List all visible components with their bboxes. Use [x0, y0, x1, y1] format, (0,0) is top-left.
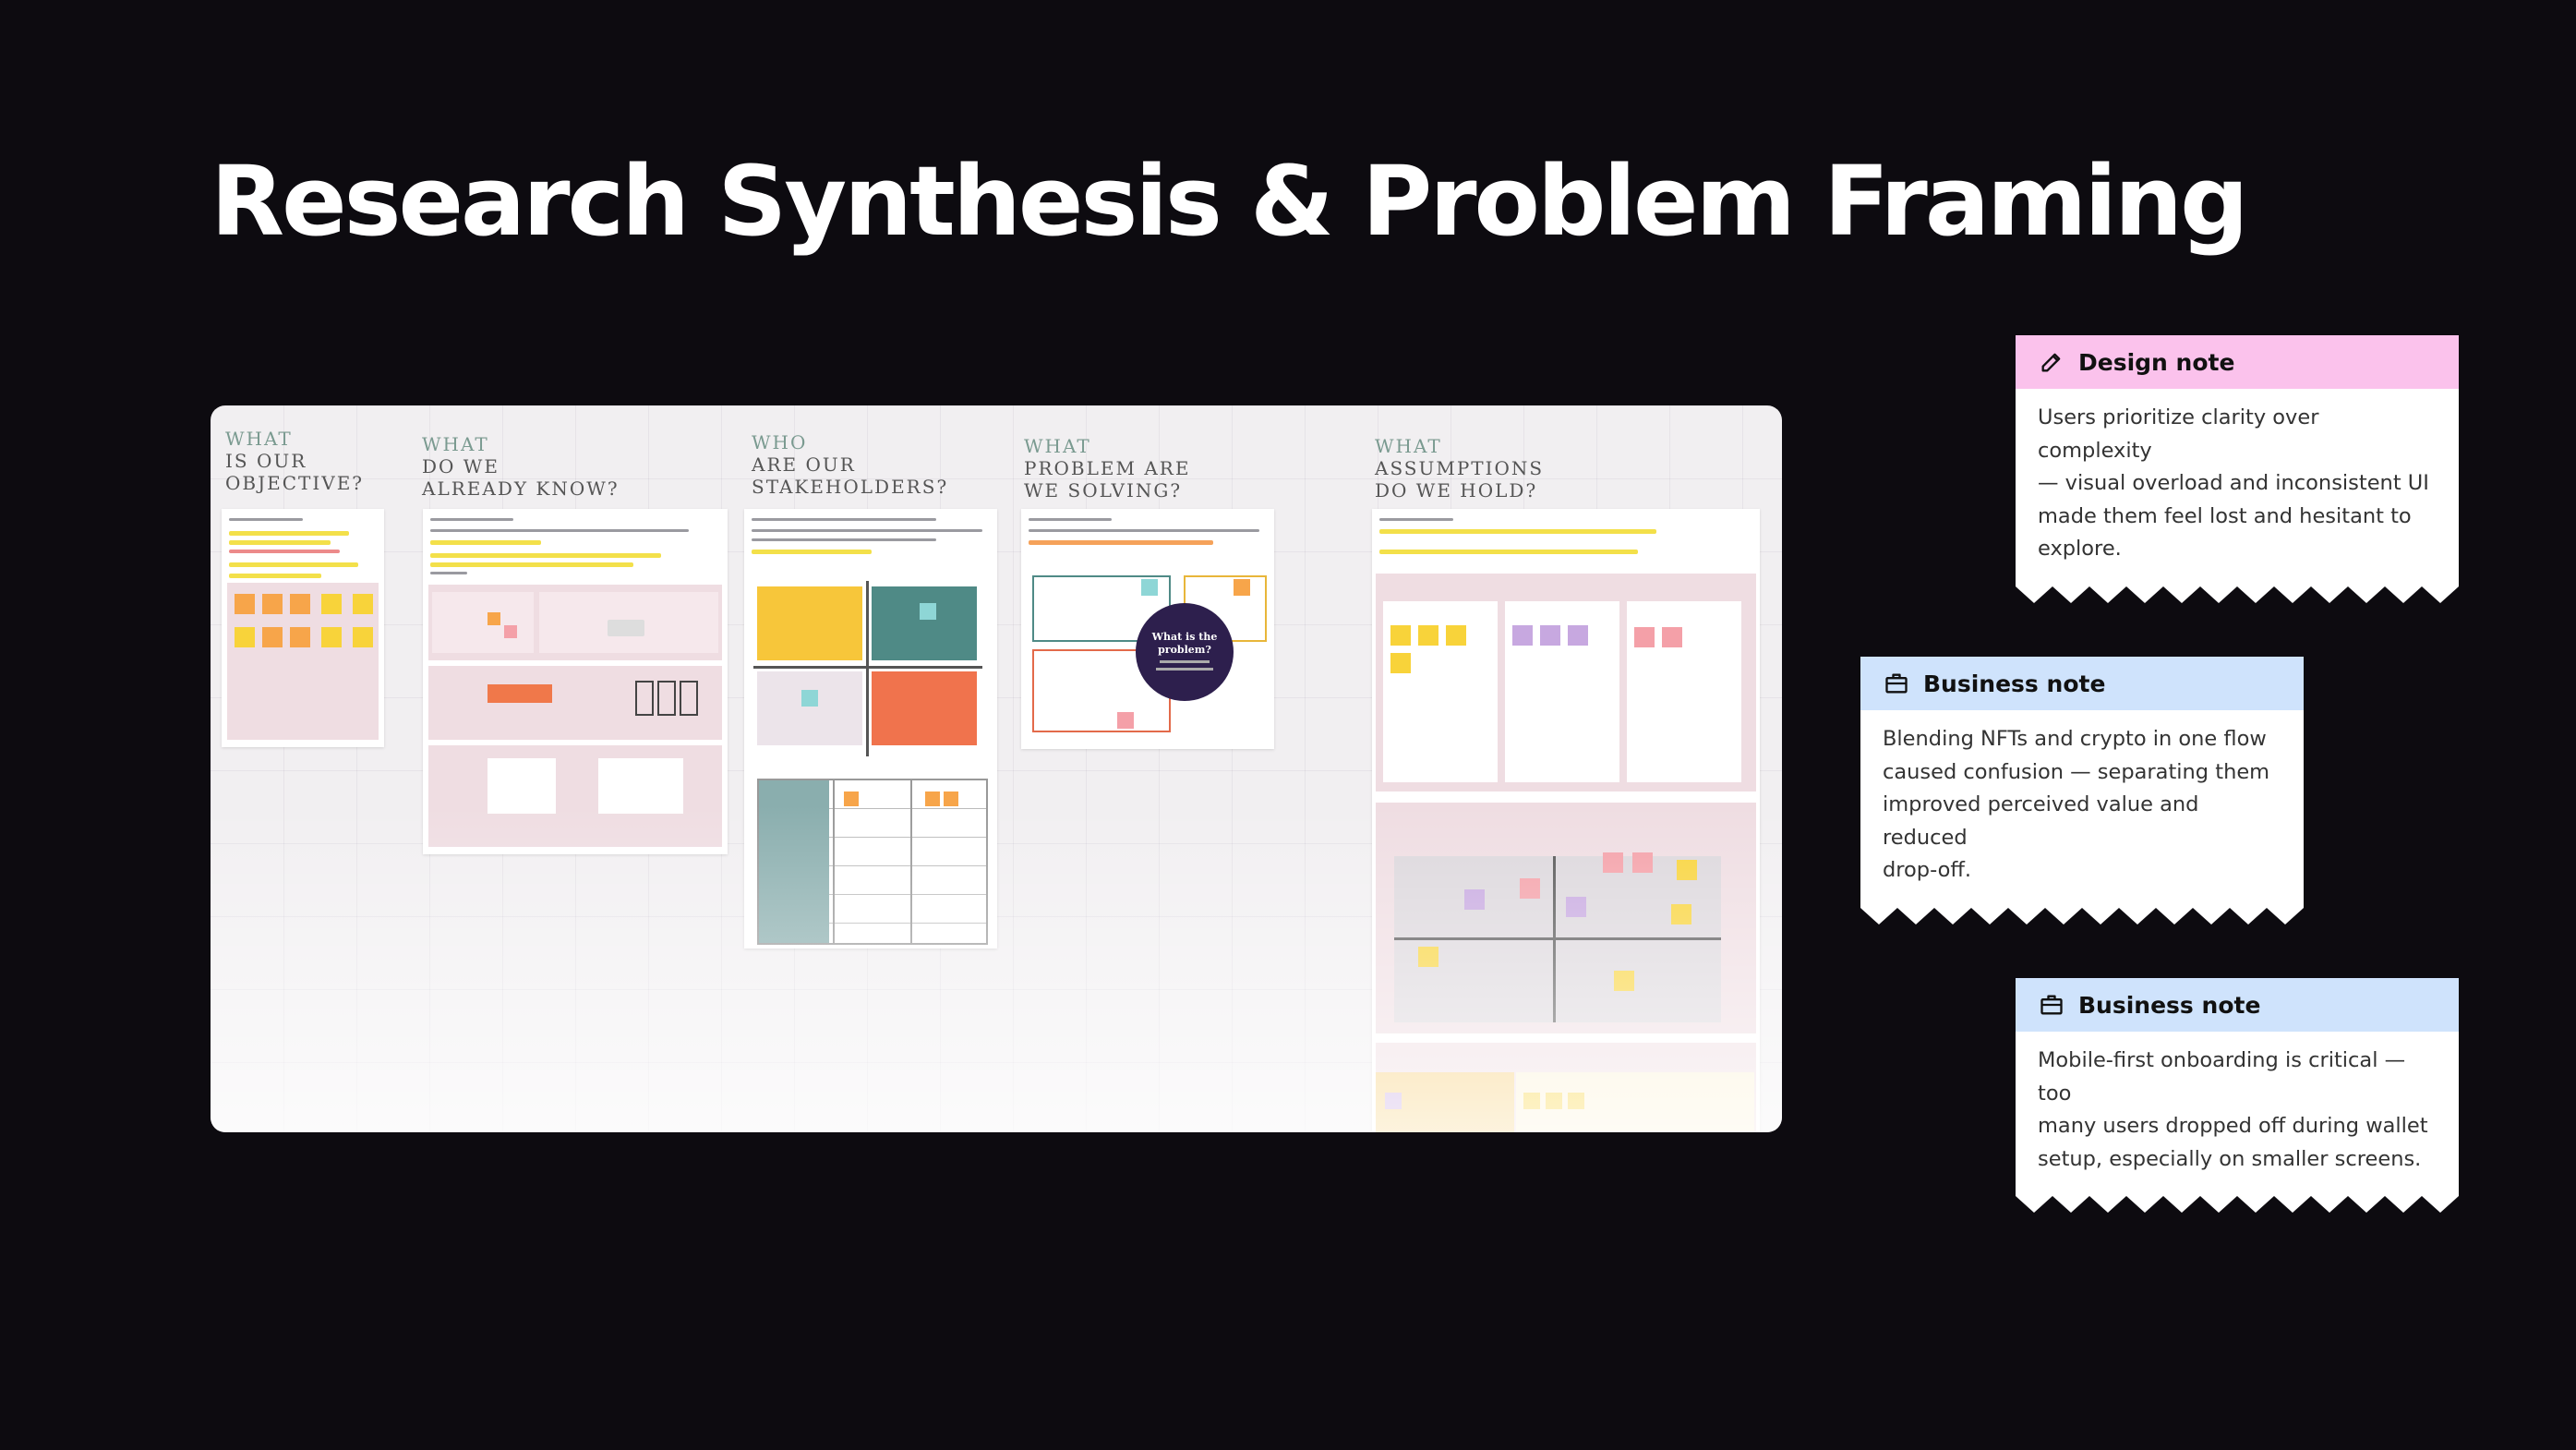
problem-circle: What is the problem? — [1136, 603, 1234, 701]
column-heading-knowledge: WHAT DO WE ALREADY KNOW? — [422, 433, 620, 500]
frame-assumptions — [1372, 509, 1760, 1132]
business-note-card: Business note Mobile-first onboarding is… — [2016, 978, 2459, 1214]
business-note-card: Business note Blending NFTs and crypto i… — [1860, 657, 2304, 926]
torn-edge — [2016, 576, 2459, 603]
column-heading-objective: WHAT IS OUR OBJECTIVE? — [225, 428, 365, 494]
frame-stakeholders — [744, 509, 997, 949]
frame-objective — [222, 509, 384, 747]
briefcase-icon — [2038, 991, 2065, 1019]
column-heading-problem: WHAT PROBLEM ARE WE SOLVING? — [1024, 435, 1191, 501]
note-body: Mobile-first onboarding is critical — to… — [2016, 1032, 2459, 1187]
frame-already-know — [423, 509, 728, 854]
note-body: Blending NFTs and crypto in one flow cau… — [1860, 710, 2304, 899]
torn-edge — [2016, 1187, 2459, 1213]
column-heading-stakeholders: WHO ARE OUR STAKEHOLDERS? — [752, 431, 949, 498]
page-title: Research Synthesis & Problem Framing — [211, 145, 2249, 258]
column-heading-assumptions: WHAT ASSUMPTIONS DO WE HOLD? — [1375, 435, 1545, 501]
torn-edge — [1860, 898, 2304, 924]
note-title: Business note — [2078, 991, 2261, 1019]
briefcase-icon — [1883, 670, 1910, 697]
research-board-screenshot: WHAT IS OUR OBJECTIVE? WHAT DO WE ALREAD… — [211, 405, 1782, 1132]
design-note-card: Design note Users prioritize clarity ove… — [2016, 335, 2459, 605]
pencil-icon — [2038, 348, 2065, 376]
note-body: Users prioritize clarity over complexity… — [2016, 389, 2459, 577]
business-note-header: Business note — [2016, 978, 2459, 1032]
note-title: Business note — [1923, 670, 2106, 697]
design-note-header: Design note — [2016, 335, 2459, 389]
business-note-header: Business note — [1860, 657, 2304, 710]
note-title: Design note — [2078, 348, 2235, 376]
frame-problem: What is the problem? — [1021, 509, 1274, 749]
